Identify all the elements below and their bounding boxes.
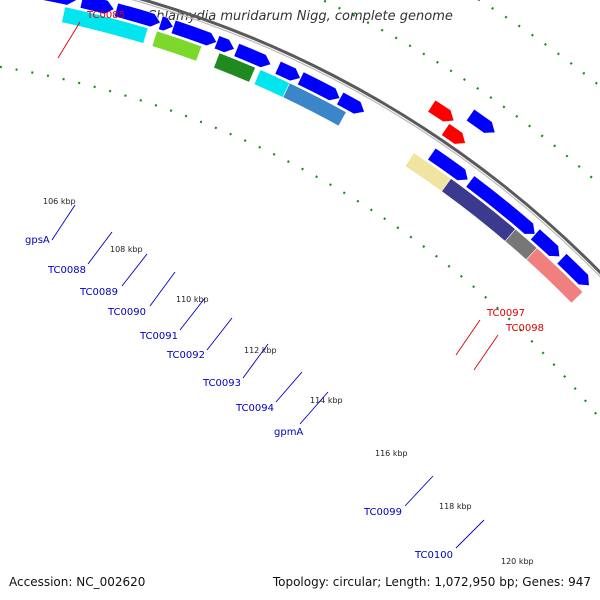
gene-block-inner-7 bbox=[233, 42, 272, 68]
gene-block-red-4 bbox=[440, 123, 466, 145]
gene-label: TC0091 bbox=[139, 331, 178, 342]
gene-leader-line bbox=[149, 271, 176, 307]
gene-block-inner-6 bbox=[213, 35, 235, 53]
gene-leader-line bbox=[57, 21, 81, 59]
gene-leader-line bbox=[455, 319, 481, 356]
tick-label: 106 kbp bbox=[43, 197, 76, 206]
tick-label: 114 kbp bbox=[310, 396, 343, 405]
gene-label: gpsA bbox=[25, 235, 50, 246]
gene-label: TC0089 bbox=[79, 287, 118, 298]
gene-label: TC0094 bbox=[235, 403, 274, 414]
gene-block-inner-5 bbox=[170, 19, 218, 47]
backbone-line bbox=[138, 0, 600, 275]
gene-block-red-3 bbox=[427, 99, 455, 123]
tick-label: 108 kbp bbox=[110, 245, 143, 254]
feature-track-5 bbox=[282, 82, 347, 127]
gene-leader-line bbox=[455, 519, 485, 549]
feature-track-2 bbox=[151, 30, 203, 62]
genome-summary-text: Topology: circular; Length: 1,072,950 bp… bbox=[272, 575, 591, 589]
gene-leader-line bbox=[473, 334, 499, 371]
gene-block-blue-outer bbox=[465, 108, 496, 134]
gene-block-inner-2 bbox=[79, 0, 115, 15]
tick-label: 118 kbp bbox=[439, 502, 472, 511]
feature-track-9 bbox=[525, 247, 584, 304]
gene-block-inner-10 bbox=[336, 91, 365, 115]
gene-label: TC0099 bbox=[363, 507, 402, 518]
tick-label: 110 kbp bbox=[176, 295, 209, 304]
gene-block-inner-9 bbox=[297, 71, 341, 101]
gene-leader-line bbox=[299, 391, 329, 425]
feature-track-3 bbox=[213, 52, 256, 83]
map-title: Chlamydia muridarum Nigg, complete genom… bbox=[147, 9, 453, 24]
gene-label: TC0097 bbox=[486, 308, 525, 319]
gene-leader-line bbox=[51, 204, 76, 241]
gene-leader-line bbox=[179, 297, 206, 331]
gene-leader-line bbox=[275, 371, 303, 403]
gene-block-inner-12 bbox=[465, 175, 536, 235]
gene-block-inner-8 bbox=[274, 60, 301, 82]
feature-track-1 bbox=[61, 6, 149, 44]
gene-label: TC0092 bbox=[166, 350, 205, 361]
dotted-ring-inner bbox=[0, 65, 600, 421]
tick-label: 120 kbp bbox=[501, 557, 534, 566]
gene-leader-line bbox=[87, 231, 113, 265]
gene-block-inner-13 bbox=[530, 228, 561, 257]
gene-leader-line bbox=[242, 343, 269, 379]
gene-leader-line bbox=[206, 317, 233, 351]
gene-leader-line bbox=[404, 475, 434, 507]
gene-label: TC0088 bbox=[47, 265, 86, 276]
gene-label: TC0093 bbox=[202, 378, 241, 389]
gene-block-inner-14 bbox=[556, 253, 590, 286]
gene-block-inner-1 bbox=[40, 0, 78, 6]
gene-label: TC0100 bbox=[414, 550, 453, 561]
tick-label: 116 kbp bbox=[375, 449, 408, 458]
gene-leader-line bbox=[121, 253, 148, 287]
accession-text: Accession: NC_002620 bbox=[9, 575, 146, 589]
gene-label: gpmA bbox=[274, 427, 303, 438]
gene-label: TC0090 bbox=[107, 307, 146, 318]
backbone-highlight bbox=[130, 0, 600, 278]
tick-label: 112 kbp bbox=[244, 346, 277, 355]
gene-block-inner-11 bbox=[427, 147, 469, 181]
gene-label: TC0098 bbox=[505, 323, 544, 334]
gene-label: TC0085 bbox=[86, 10, 125, 21]
gene-block-inner-3 bbox=[113, 2, 161, 28]
gene-block-inner-4 bbox=[158, 15, 174, 32]
